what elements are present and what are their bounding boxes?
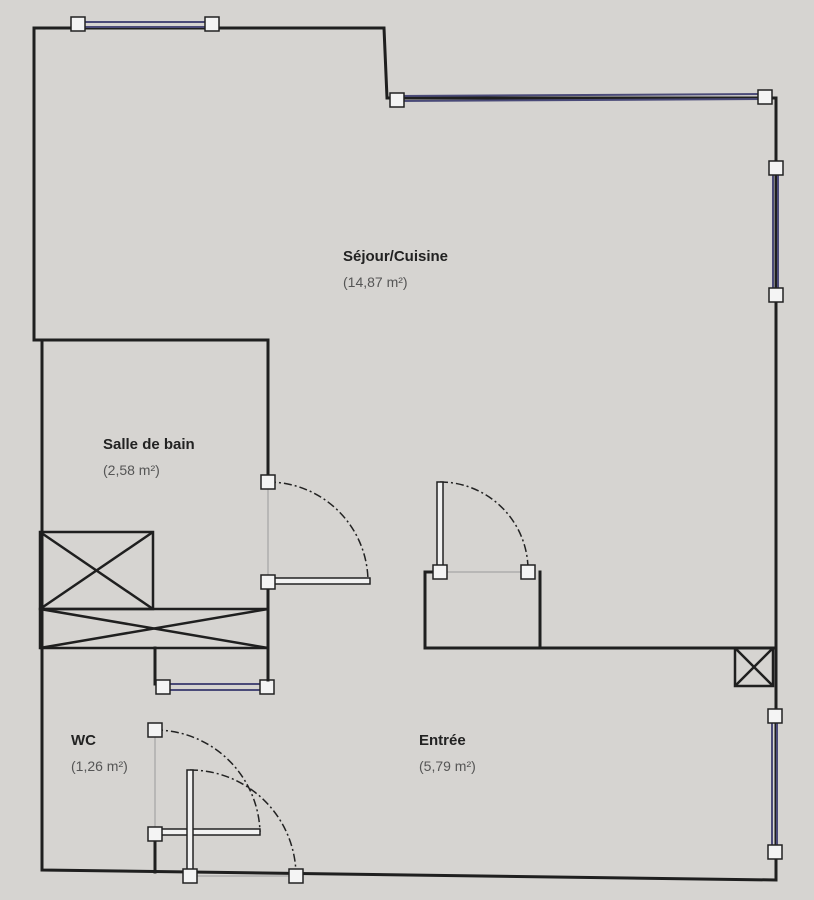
room-name-sejour: Séjour/Cuisine [343, 248, 449, 265]
window-top-right [389, 89, 773, 108]
outer-walls [32, 26, 778, 882]
room-name-wc: WC [71, 732, 96, 749]
door-wc [147, 722, 261, 842]
door-bathroom [260, 474, 371, 590]
ventilation-shafts [38, 530, 775, 688]
door-kitchen [432, 481, 536, 580]
window-right-upper [768, 160, 784, 303]
room-name-salle-de-bain: Salle de bain [103, 436, 195, 453]
kitchen-counter [423, 570, 778, 650]
window-right-lower [767, 708, 783, 860]
window-top-left [70, 16, 220, 32]
door-entrance [182, 769, 304, 884]
window-wc [155, 679, 275, 695]
room-area-entree: (5,79 m²) [419, 758, 476, 774]
room-area-wc: (1,26 m²) [71, 758, 128, 774]
room-area-salle-de-bain: (2,58 m²) [103, 462, 160, 478]
room-name-entree: Entrée [419, 732, 466, 749]
room-area-sejour: (14,87 m²) [343, 274, 408, 290]
